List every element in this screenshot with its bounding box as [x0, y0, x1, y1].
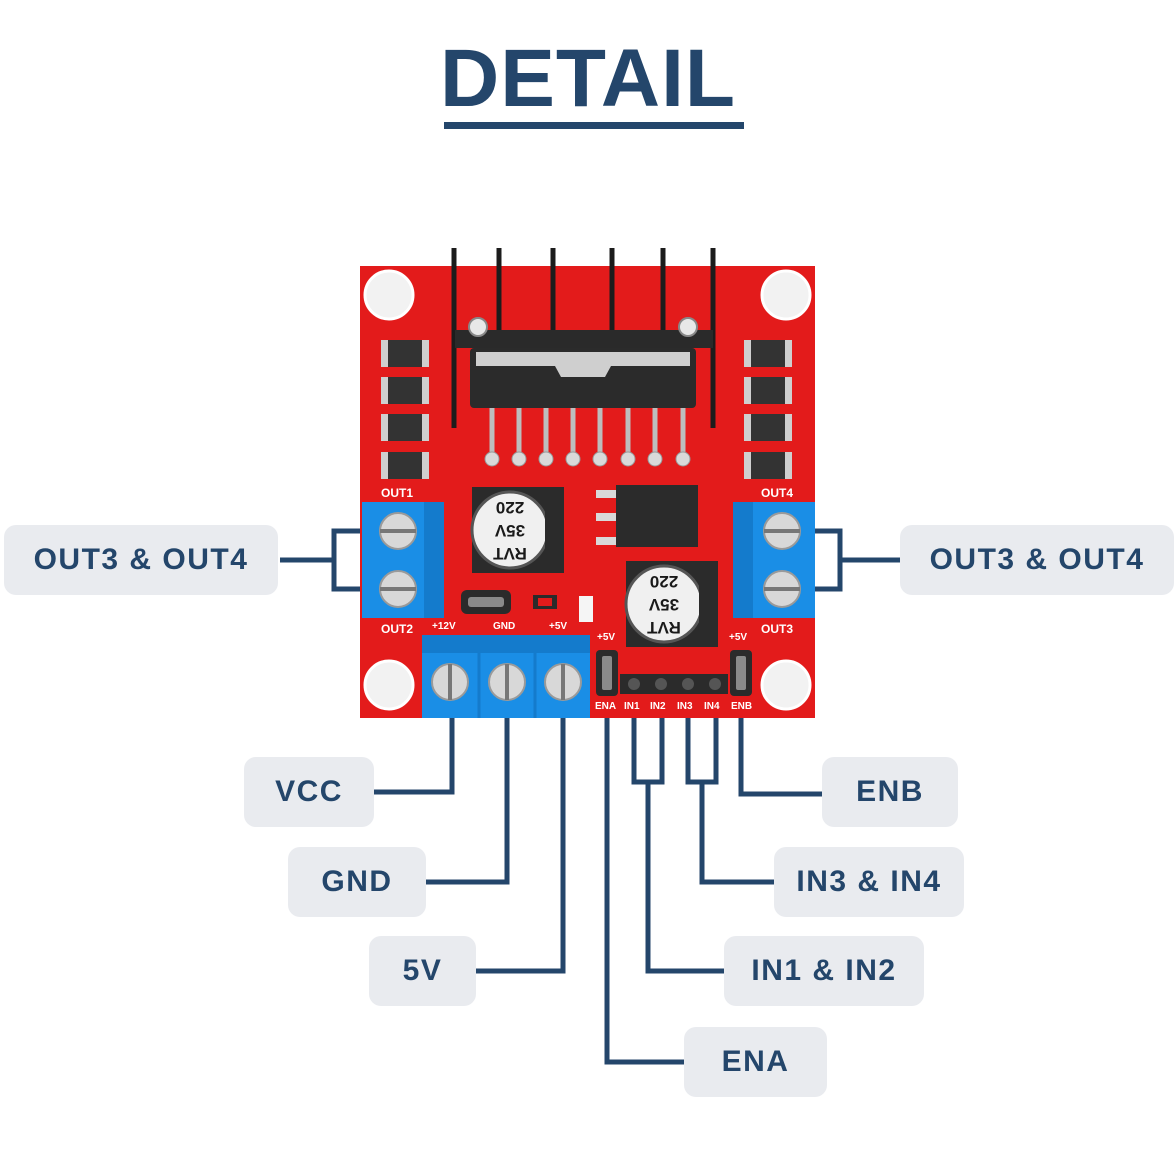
in12-leader: [645, 782, 724, 974]
silk-out2: OUT2: [381, 622, 413, 636]
v5-leader: [476, 718, 566, 974]
in34-bracket: [685, 718, 719, 785]
silk-5v: +5V: [549, 621, 567, 632]
silk-out1: OUT1: [381, 486, 413, 500]
silk-in3: IN3: [677, 701, 693, 712]
label-ena: ENA: [684, 1027, 827, 1097]
capacitor-1: RVT 35V 220: [470, 487, 564, 573]
terminal-block-right: [733, 502, 815, 618]
label-5v: 5V: [369, 936, 476, 1006]
chip-pins: [484, 408, 691, 467]
enb-leader: [738, 718, 822, 797]
heatsink-bar: [455, 330, 713, 348]
cap2-line2: 35V: [648, 595, 679, 614]
label-in3-in4: IN3 & IN4: [774, 847, 964, 917]
chip-notch: [555, 366, 611, 377]
silk-5v-right: +5V: [729, 632, 747, 643]
ena-leader: [604, 718, 684, 1065]
smd-led: [579, 596, 593, 622]
terminal-block-power: [422, 635, 590, 718]
silk-ena: ENA: [595, 701, 616, 712]
label-out3-out4-right: OUT3 & OUT4: [900, 525, 1174, 595]
heatsink-screw-right: [678, 317, 698, 337]
diodes-right: [744, 340, 792, 479]
label-in1-in2: IN1 & IN2: [724, 936, 924, 1006]
cap1-line3: 220: [496, 498, 524, 517]
cap2-line1: RVT: [647, 618, 681, 637]
heatsink-screw-left: [468, 317, 488, 337]
in34-leader: [699, 782, 774, 885]
gnd-leader: [426, 718, 510, 885]
silk-enb: ENB: [731, 701, 752, 712]
chip-tab: [476, 352, 690, 366]
silk-in2: IN2: [650, 701, 666, 712]
vcc-leader: [374, 718, 455, 795]
silk-12v: +12V: [432, 621, 456, 632]
cap1-line1: RVT: [493, 544, 527, 563]
silk-in4: IN4: [704, 701, 720, 712]
in12-bracket: [631, 718, 665, 785]
label-enb: ENB: [822, 757, 958, 827]
label-gnd: GND: [288, 847, 426, 917]
diodes-left: [381, 340, 429, 479]
silk-in1: IN1: [624, 701, 640, 712]
silk-out3: OUT3: [761, 622, 793, 636]
title-underline: [444, 122, 744, 129]
silk-out4: OUT4: [761, 486, 793, 500]
label-out3-out4-left: OUT3 & OUT4: [4, 525, 278, 595]
label-vcc: VCC: [244, 757, 374, 827]
silk-5v-left: +5V: [597, 632, 615, 643]
pin-header: [596, 650, 752, 696]
capacitor-2: RVT 35V 220: [624, 561, 718, 647]
cap2-line3: 220: [650, 572, 678, 591]
voltage-regulator: [596, 485, 698, 547]
terminal-block-left: [362, 502, 444, 618]
board: OUT1 OUT4 OUT2 OUT3 +12V GND +5V +5V +5V…: [360, 248, 815, 718]
page-title: DETAIL: [439, 33, 736, 124]
cap1-line2: 35V: [494, 521, 525, 540]
mounting-holes: [363, 269, 812, 711]
silk-gnd: GND: [493, 621, 515, 632]
